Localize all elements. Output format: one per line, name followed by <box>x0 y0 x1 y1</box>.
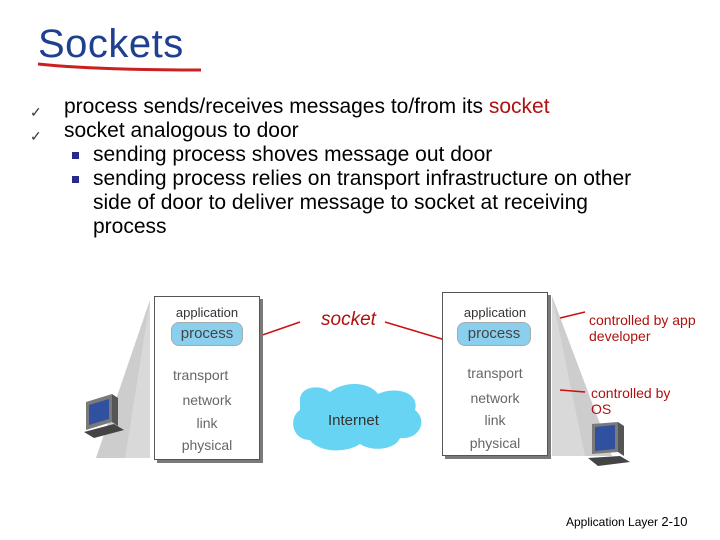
controlled-by-app-label: controlled by app developer <box>589 312 696 344</box>
square-bullet-icon <box>72 176 79 183</box>
left-physical-label: physical <box>181 437 233 453</box>
bullet-text: socket analogous to door <box>64 119 299 142</box>
right-physical-label: physical <box>469 435 521 451</box>
checkmark-bullet-icon: ✓ <box>30 128 42 144</box>
bullet-text: process sends/receives messages to/from … <box>64 95 489 118</box>
bullet-list: ✓ process sends/receives messages to/fro… <box>30 95 710 239</box>
left-computer-icon <box>84 394 124 438</box>
bullet-item: ✓ process sends/receives messages to/fro… <box>30 95 710 120</box>
right-application-label: application <box>463 305 527 320</box>
checkmark-bullet-icon: ✓ <box>30 104 42 120</box>
right-protocol-stack: application process transport network li… <box>442 292 548 456</box>
page-title: Sockets <box>38 22 184 66</box>
right-network-label: network <box>470 390 520 406</box>
left-application-label: application <box>175 305 239 320</box>
subbullet-text: sending process shoves message out door <box>93 143 493 166</box>
footer-text: Application Layer <box>566 515 659 529</box>
title-underline <box>37 62 202 72</box>
internet-label: Internet <box>328 412 379 429</box>
page-number: 2-10 <box>661 514 688 529</box>
subbullet-item: sending process relies on transport infr… <box>30 167 653 239</box>
left-link-label: link <box>196 415 218 431</box>
left-transport-label: transport <box>173 367 229 383</box>
right-transport-label: transport <box>467 365 523 381</box>
slide-footer: Application Layer 2-10 <box>566 514 687 529</box>
bullet-highlight: socket <box>488 95 550 118</box>
square-bullet-icon <box>72 152 79 159</box>
internet-cloud <box>293 383 422 451</box>
right-computer-icon <box>588 422 630 466</box>
right-process-label: process <box>467 325 521 342</box>
right-process-box: process <box>457 322 531 346</box>
left-process-box: process <box>171 322 243 346</box>
right-link-label: link <box>484 412 506 428</box>
subbullet-item: sending process shoves message out door <box>30 143 710 167</box>
left-network-label: network <box>182 392 232 408</box>
controlled-by-os-label: controlled by OS <box>591 385 671 417</box>
os-pointer <box>559 389 586 393</box>
subbullet-text: sending process relies on transport infr… <box>93 167 632 238</box>
bullet-item: ✓ socket analogous to door <box>30 119 710 144</box>
app-dev-pointer <box>559 311 586 319</box>
left-process-label: process <box>180 325 234 342</box>
socket-label: socket <box>321 309 376 330</box>
left-protocol-stack: application process transport network li… <box>154 296 260 460</box>
